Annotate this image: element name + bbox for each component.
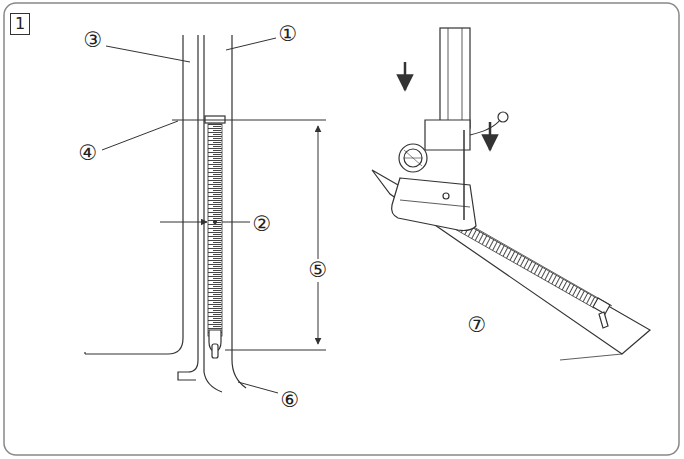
dimension: [172, 120, 326, 350]
fabric: [85, 35, 198, 380]
callout-number: ⑤: [308, 259, 329, 282]
callout-number: ④: [78, 142, 99, 165]
callout-number: ⑥: [280, 389, 301, 412]
zipper: [204, 35, 246, 392]
callout-number: ①: [278, 23, 299, 46]
callout-number: ③: [83, 29, 104, 52]
panel-number: 1: [15, 16, 25, 32]
frame: [4, 3, 679, 455]
sewing-foot-figure: [372, 28, 650, 360]
callout-number: ②: [252, 213, 273, 236]
callout-number: ⑦: [467, 314, 488, 337]
panel-number-box: 1: [10, 13, 30, 35]
leader-lines: [102, 38, 278, 393]
